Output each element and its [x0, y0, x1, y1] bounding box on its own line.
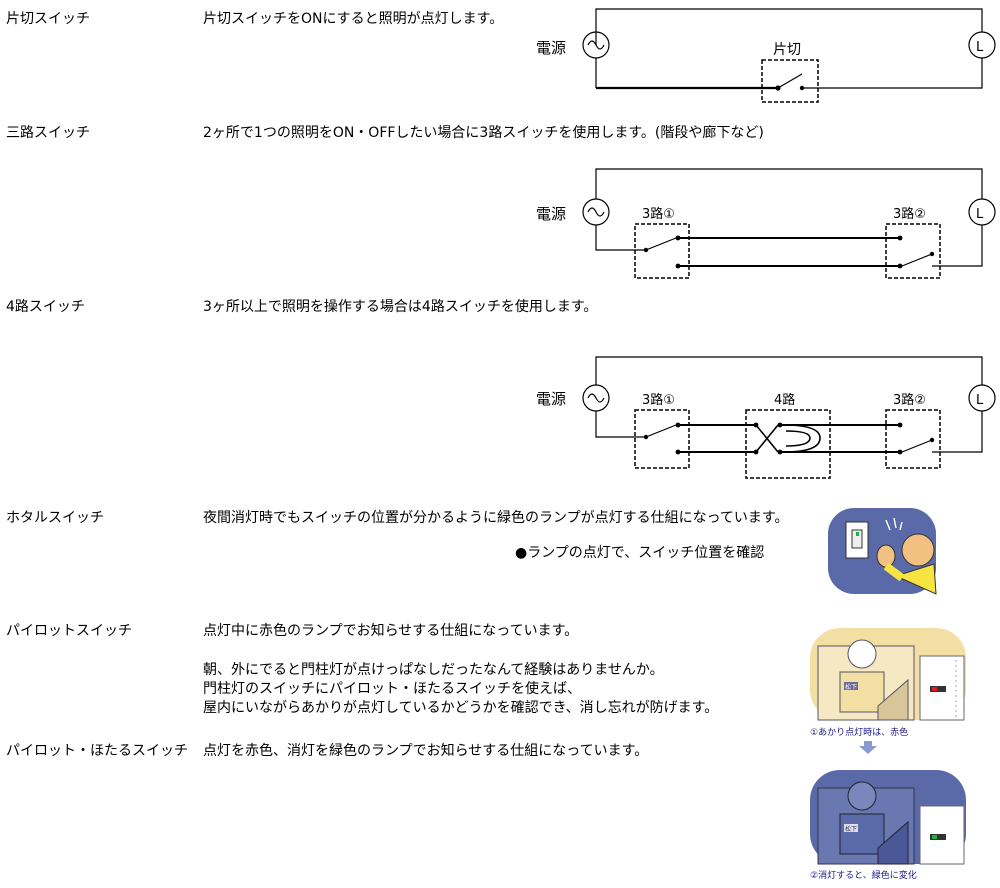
four-way-label: 4路: [774, 392, 795, 408]
hotaru-illustration: [828, 508, 937, 595]
pilot-off-illustration: 松下: [810, 770, 966, 865]
section-desc-hotaru: 夜間消灯時でもスイッチの位置が分かるように緑色のランプが点灯する仕組になっていま…: [203, 510, 789, 526]
pilot-line-2: 門柱灯のスイッチにパイロット・ほたるスイッチを使えば、: [203, 681, 581, 697]
section-desc-three-way: 2ヶ所で1つの照明をON・OFFしたい場合に3路スイッチを使用します。(階段や廊…: [203, 125, 764, 141]
pilot-caption-2: ②消灯すると、緑色に変化: [810, 871, 917, 881]
section-title-pilot-hotaru: パイロット・ほたるスイッチ: [6, 743, 188, 759]
section-title-pilot: パイロットスイッチ: [6, 623, 132, 639]
three-way-diagram: 電源 L 3路① 3路②: [536, 168, 996, 279]
power-label: 電源: [536, 205, 566, 223]
three-way-1-label: 3路①: [642, 206, 675, 222]
hotaru-note: ●ランプの点灯で、スイッチ位置を確認: [515, 545, 765, 561]
arrow-down-icon: [859, 741, 877, 754]
section-desc-single: 片切スイッチをONにすると照明が点灯します。: [203, 11, 504, 27]
single-switch-label: 片切: [773, 42, 801, 58]
section-desc-pilot: 点灯中に赤色のランプでお知らせする仕組になっています。: [203, 623, 579, 639]
section-title-three-way: 三路スイッチ: [6, 125, 90, 141]
power-label: 電源: [536, 390, 566, 408]
section-desc-pilot-hotaru: 点灯を赤色、消灯を緑色のランプでお知らせする仕組になっています。: [203, 743, 649, 759]
section-title-four-way: 4路スイッチ: [6, 299, 85, 315]
four-way-diagram: 電源 L 3路① 4路 3路②: [536, 356, 996, 479]
lamp-label: L: [976, 393, 984, 408]
three-way-2-label: 3路②: [893, 392, 926, 408]
three-way-2-label: 3路②: [893, 206, 926, 222]
pilot-caption-1: ①あかり点灯時は、赤色: [810, 728, 909, 738]
section-title-single: 片切スイッチ: [6, 11, 90, 27]
nameplate-text: 松下: [845, 825, 857, 833]
lamp-label: L: [976, 40, 984, 55]
pilot-line-3: 屋内にいながらあかりが点灯しているかどうかを確認でき、消し忘れが防げます。: [203, 700, 719, 716]
section-title-hotaru: ホタルスイッチ: [6, 510, 104, 526]
power-label: 電源: [536, 39, 566, 57]
three-way-1-label: 3路①: [642, 392, 675, 408]
pilot-on-illustration: 松下: [810, 628, 966, 721]
section-desc-four-way: 3ヶ所以上で照明を操作する場合は4路スイッチを使用します。: [203, 299, 598, 315]
nameplate-text: 松下: [845, 683, 857, 691]
single-switch-diagram: 電源 L 片切: [536, 8, 996, 103]
lamp-label: L: [976, 207, 984, 222]
pilot-line-1: 朝、外にでると門柱灯が点けっぱなしだったなんて経験はありませんか。: [203, 662, 664, 678]
